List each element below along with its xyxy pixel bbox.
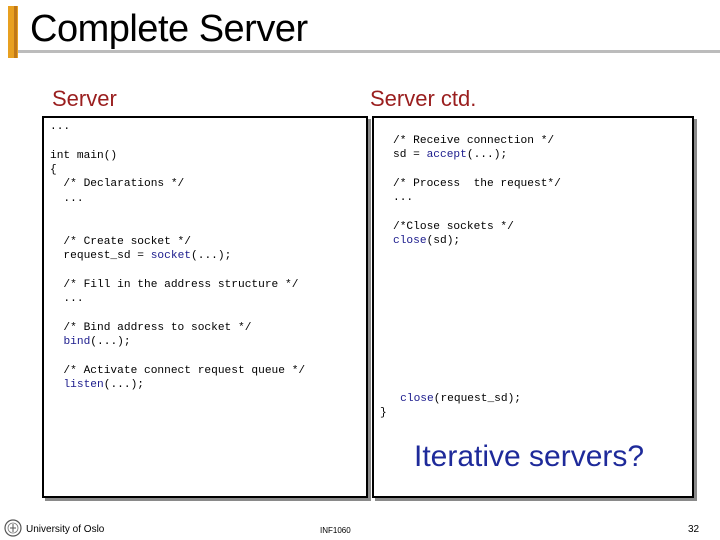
code-text: ... — [50, 121, 71, 133]
code-line: bind(...); — [50, 336, 131, 349]
code-line: sd = accept(...); — [393, 149, 507, 161]
code-line: /*Close sockets */ — [393, 221, 514, 233]
title-accent-bar-shade — [14, 6, 17, 58]
code-text: } — [380, 407, 387, 420]
code-text: (...); — [103, 379, 145, 392]
footer-organization: University of Oslo — [26, 524, 105, 535]
code-line: close(request_sd); — [380, 393, 521, 405]
code-text: ... — [50, 293, 84, 306]
left-column-heading: Server — [52, 86, 117, 111]
code-text — [50, 379, 63, 391]
code-line: /* Declarations */ — [50, 178, 184, 190]
code-line: ... — [393, 192, 413, 204]
code-text: ... — [50, 192, 84, 205]
code-text: /*Close sockets */ — [393, 221, 514, 234]
code-text: (request_sd); — [433, 393, 522, 405]
code-line: ... — [50, 192, 84, 205]
code-line: /* Activate connect request queue */ — [50, 365, 305, 377]
code-text: /* Fill in the address structure */ — [50, 278, 299, 291]
code-text — [380, 393, 400, 405]
code-line: /* Create socket */ — [50, 236, 191, 248]
left-code-panel: ... int main() { /* Declarations */ ... … — [42, 116, 368, 498]
code-text: ... — [393, 192, 414, 205]
code-line: close(sd); — [393, 235, 460, 247]
right-code-block-top: /* Receive connection */ sd = accept(...… — [393, 134, 561, 249]
footer-page-number: 32 — [688, 524, 700, 535]
code-line: /* Bind address to socket */ — [50, 322, 251, 334]
right-column-heading: Server ctd. — [370, 86, 477, 111]
code-function-call: socket — [150, 250, 192, 263]
code-line: { — [50, 164, 57, 176]
code-function-call: listen — [63, 379, 104, 392]
code-line: ... — [50, 293, 84, 306]
code-function-call: bind — [63, 336, 91, 349]
code-text: request_sd = — [50, 250, 151, 263]
code-text: (...); — [466, 149, 508, 162]
code-line: int main() — [50, 150, 117, 162]
code-text: (sd); — [426, 235, 461, 248]
footer-course-code: INF1060 — [320, 526, 351, 535]
right-code-panel: /* Receive connection */ sd = accept(...… — [372, 116, 694, 498]
code-text: /* Bind address to socket */ — [50, 321, 252, 334]
code-text: int main() — [50, 149, 118, 162]
code-line: listen(...); — [50, 379, 144, 391]
code-text: sd = — [393, 149, 427, 162]
code-function-call: close — [400, 393, 434, 405]
right-code-block-bottom: close(request_sd); } — [380, 392, 521, 421]
code-text — [50, 336, 63, 348]
code-text: /* Process the request*/ — [393, 178, 561, 191]
code-text: { — [50, 164, 57, 177]
code-line: /* Process the request*/ — [393, 178, 561, 190]
code-line: /* Fill in the address structure */ — [50, 279, 298, 291]
code-function-call: close — [393, 235, 427, 248]
code-text: /* Create socket */ — [50, 235, 191, 248]
code-text: /* Receive connection */ — [393, 135, 555, 147]
code-text: /* Declarations */ — [50, 178, 185, 191]
code-line: ... — [50, 121, 70, 133]
code-line: request_sd = socket(...); — [50, 250, 231, 262]
university-seal-icon — [4, 519, 22, 537]
code-text: (...); — [90, 336, 131, 349]
code-line: } — [380, 407, 387, 419]
code-text: /* Activate connect request queue */ — [50, 364, 306, 377]
code-text: (...); — [191, 250, 232, 263]
code-function-call: accept — [426, 149, 467, 162]
title-underline — [18, 50, 720, 53]
slide-title: Complete Server — [30, 8, 308, 50]
title-accent-bar — [8, 6, 18, 58]
code-line: /* Receive connection */ — [393, 135, 554, 147]
left-code-block: ... int main() { /* Declarations */ ... … — [50, 120, 305, 393]
iterative-servers-question: Iterative servers? — [414, 440, 645, 473]
